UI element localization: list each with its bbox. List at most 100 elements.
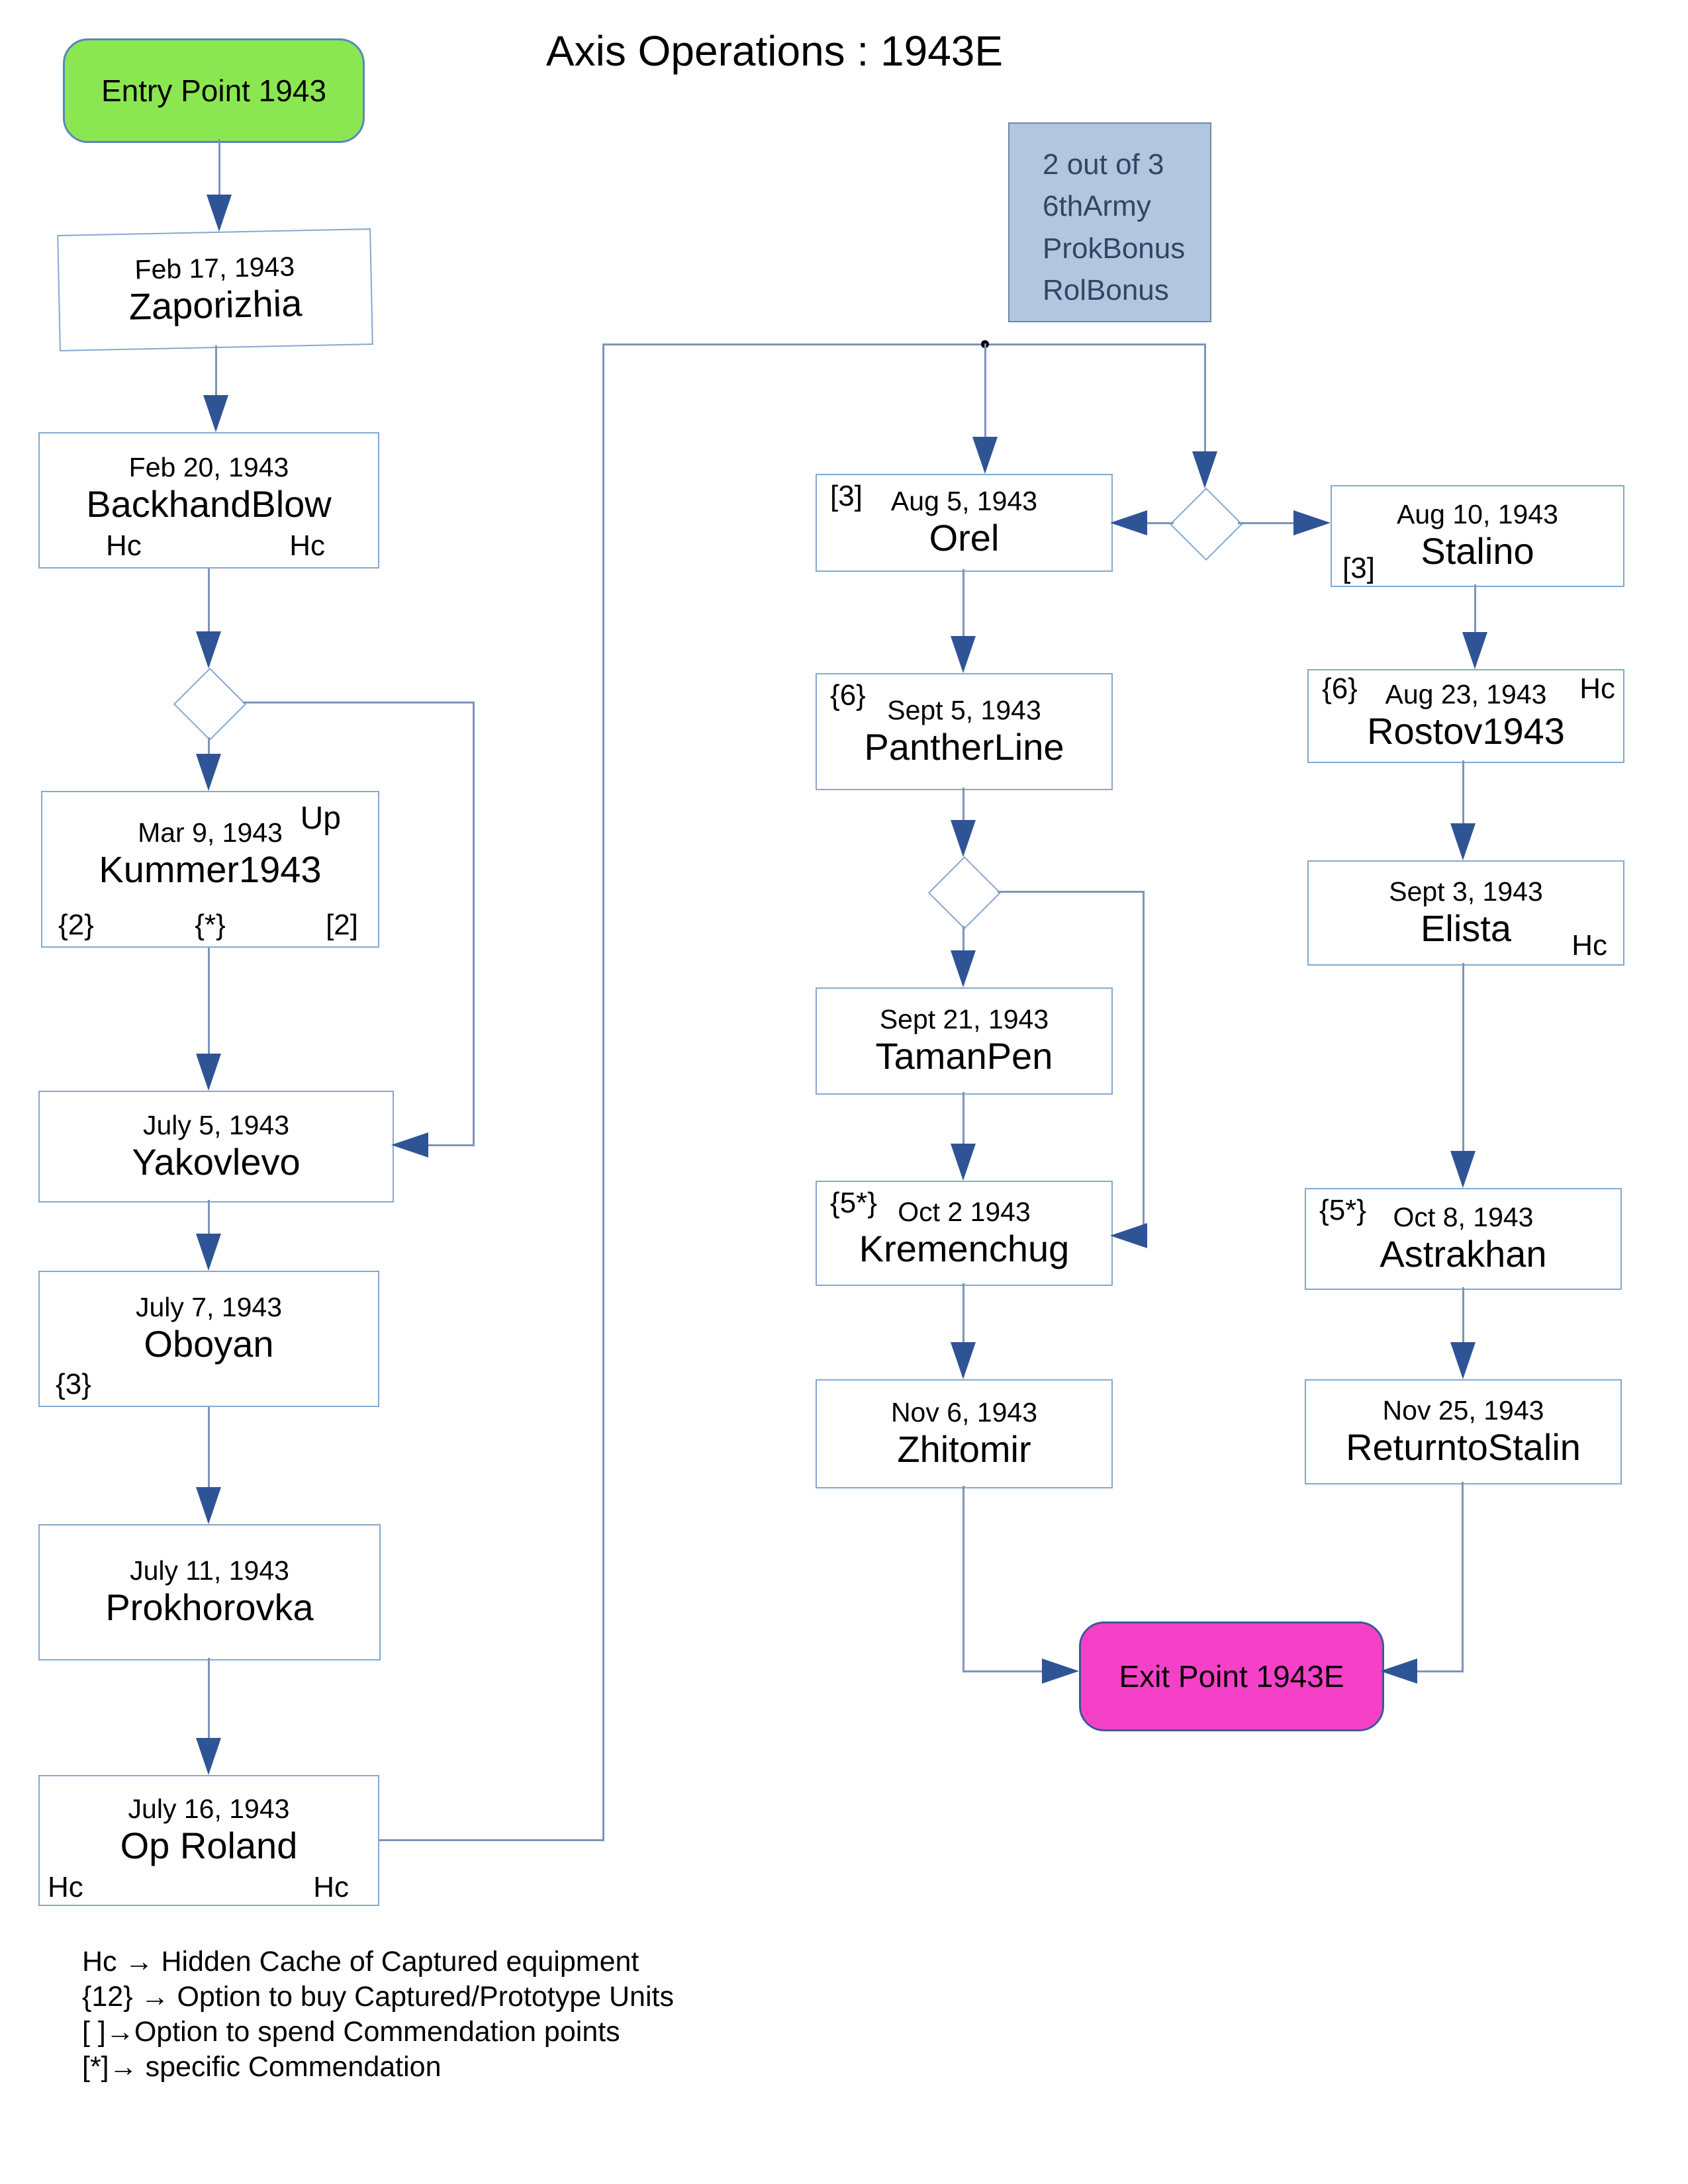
decision-diamond (173, 667, 247, 741)
arrow-head-icon (1450, 1342, 1476, 1379)
connector-line (962, 569, 964, 637)
hidden-cache-tag: Hc (313, 1871, 349, 1903)
node-stalino: Aug 10, 1943 Stalino [3] (1331, 485, 1624, 587)
connector-line (962, 1092, 964, 1145)
node-name: Kremenchug (859, 1227, 1070, 1269)
node-date: July 11, 1943 (130, 1555, 289, 1586)
node-name: ReturntoStalin (1346, 1426, 1581, 1468)
legend-line: Hc → Hidden Cache of Captured equipment (82, 1946, 639, 1978)
node-date: Feb 20, 1943 (128, 452, 289, 483)
connector-line (427, 1144, 475, 1146)
connector-line (218, 139, 220, 196)
legend: Hc → Hidden Cache of Captured equipment … (82, 1944, 674, 2085)
commendation-tag: [3] (830, 480, 863, 512)
hidden-cache-tag: Hc (106, 529, 142, 562)
exit-point-node: Exit Point 1943E (1079, 1621, 1384, 1731)
node-oproland: July 16, 1943 Op Roland Hc Hc (38, 1775, 379, 1906)
specific-commendation-tag: {*} (195, 909, 226, 941)
connector-line (1147, 522, 1174, 524)
connector-line (379, 1839, 604, 1841)
hidden-cache-tag: Hc (48, 1871, 83, 1903)
connector-line (962, 1283, 964, 1343)
info-line: 2 out of 3 (1043, 148, 1164, 181)
node-yakovlevo: July 5, 1943 Yakovlevo (38, 1091, 394, 1203)
connector-line (208, 948, 210, 1055)
arrow-head-icon (196, 1487, 221, 1524)
node-date: July 5, 1943 (142, 1109, 290, 1140)
connector-line (602, 343, 1206, 345)
connector-line (602, 343, 604, 1841)
arrow-head-icon (1462, 632, 1487, 669)
node-name: Op Roland (120, 1825, 298, 1867)
commendation-tag: [2] (326, 909, 358, 941)
node-kummer1943: Up Mar 9, 1943 Kummer1943 {2} {*} [2] (41, 791, 379, 948)
node-backhandblow: Feb 20, 1943 BackhandBlow Hc Hc (38, 432, 379, 569)
buy-units-tag: {3} (56, 1368, 91, 1400)
entry-point-label: Entry Point 1943 (101, 73, 327, 108)
arrow-head-icon (196, 631, 221, 668)
buy-units-tag: {5*} (1319, 1194, 1366, 1226)
arrow-head-icon (972, 437, 998, 474)
connector-line (208, 1407, 210, 1488)
node-pantherline: {6} Sept 5, 1943 PantherLine (816, 673, 1113, 790)
connector-line (1462, 963, 1464, 1152)
arrow-head-icon (391, 1132, 428, 1158)
arrow-head-icon (207, 195, 232, 232)
node-date: Aug 10, 1943 (1397, 499, 1558, 530)
node-date: July 16, 1943 (128, 1794, 290, 1825)
arrow-head-icon (951, 1144, 976, 1181)
node-elista: Sept 3, 1943 Elista Hc (1307, 860, 1624, 966)
info-line: RolBonus (1043, 274, 1169, 307)
arrow-head-icon (951, 820, 976, 857)
legend-line: {12} → Option to buy Captured/Prototype … (82, 1980, 674, 2013)
connector-line (1204, 343, 1206, 453)
node-returntostalin: Nov 25, 1943 ReturntoStalin (1305, 1379, 1622, 1484)
node-date: July 7, 1943 (135, 1292, 283, 1323)
connector-line (962, 1486, 964, 1672)
arrow-head-icon (196, 1054, 221, 1091)
node-date: Nov 6, 1943 (890, 1396, 1038, 1428)
arrow-head-icon (1450, 1151, 1476, 1188)
node-name: Orel (929, 517, 1000, 559)
arrow-head-icon (951, 636, 976, 673)
node-name: Kummer1943 (99, 848, 322, 890)
connector-line (962, 788, 964, 821)
node-name: Yakovlevo (132, 1140, 301, 1183)
connector-line (208, 569, 210, 633)
node-name: Astrakhan (1380, 1233, 1547, 1275)
node-date: Sept 3, 1943 (1389, 876, 1543, 907)
node-name: Zaporizhia (128, 282, 303, 328)
arrow-head-icon (1450, 823, 1476, 860)
node-zaporizhia: Feb 17, 1943 Zaporizhia (57, 228, 373, 351)
node-date: Feb 17, 1943 (134, 251, 295, 285)
node-oboyan: July 7, 1943 Oboyan {3} (38, 1271, 379, 1407)
node-date: Aug 5, 1943 (890, 486, 1038, 517)
node-prokhorovka: July 11, 1943 Prokhorovka (38, 1524, 381, 1661)
connector-line (473, 702, 475, 1145)
decision-diamond (927, 856, 1002, 930)
node-name: TamanPen (875, 1035, 1053, 1077)
node-kremenchug: {5*} Oct 2 1943 Kremenchug (816, 1181, 1113, 1286)
hidden-cache-tag: Hc (1579, 672, 1615, 705)
connector-line (962, 1670, 1045, 1672)
node-date: Oct 8, 1943 (1393, 1202, 1534, 1233)
node-date: Oct 2 1943 (898, 1196, 1031, 1227)
node-date: Sept 21, 1943 (879, 1004, 1049, 1035)
node-name: Zhitomir (897, 1428, 1031, 1470)
node-name: Elista (1421, 907, 1511, 949)
info-line: ProkBonus (1043, 232, 1186, 265)
info-line: 6thArmy (1043, 190, 1151, 223)
arrow-head-icon (951, 1342, 976, 1379)
arrow-head-icon (1380, 1659, 1417, 1684)
entry-point-node: Entry Point 1943 (63, 38, 365, 143)
up-tag: Up (300, 801, 341, 836)
connector-line (1474, 584, 1476, 633)
arrow-head-icon (1042, 1659, 1079, 1684)
commendation-tag: [3] (1342, 552, 1375, 584)
arrow-head-icon (1110, 1223, 1147, 1248)
connector-line (1462, 1287, 1464, 1343)
hidden-cache-tag: Hc (289, 529, 325, 562)
connector-line (1415, 1670, 1464, 1672)
connector-line (208, 1200, 210, 1235)
arrow-head-icon (203, 395, 228, 432)
